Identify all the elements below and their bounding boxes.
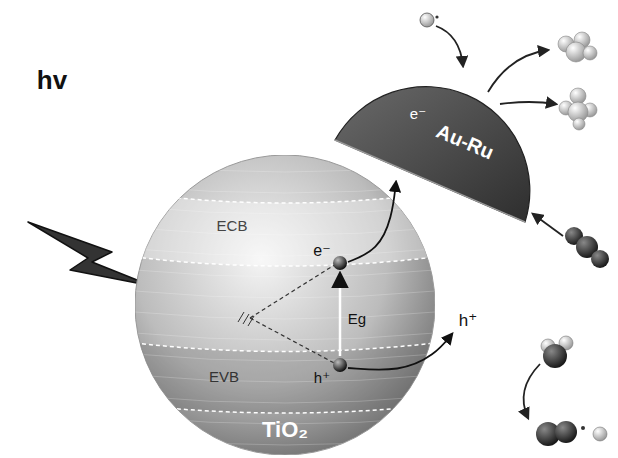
product-molecule bbox=[559, 88, 597, 130]
carrier-label: h⁺ bbox=[459, 310, 477, 331]
bandgap-label: Eg bbox=[348, 310, 366, 327]
bandgap-arrow bbox=[339, 274, 342, 356]
sphere-outline bbox=[135, 155, 435, 455]
reaction-arrow bbox=[533, 214, 563, 236]
radical-dot bbox=[435, 15, 438, 18]
tio2-particle: TiO₂ bbox=[135, 155, 435, 455]
carrier-label: e⁻ bbox=[410, 105, 426, 123]
reaction-arrow bbox=[524, 364, 540, 418]
oxygen-molecule bbox=[536, 421, 607, 446]
hole-transfer-arrow bbox=[348, 334, 452, 370]
hemisphere-outline bbox=[330, 70, 535, 230]
carrier-label: e⁻ bbox=[313, 241, 330, 260]
water-molecule bbox=[541, 336, 573, 368]
reaction-arrow bbox=[488, 50, 548, 92]
electron-transfer-arrow bbox=[348, 182, 396, 262]
excitation-line bbox=[250, 264, 336, 318]
band-label: EVB bbox=[209, 368, 239, 385]
electron-dot bbox=[333, 256, 347, 270]
band-label: ECB bbox=[217, 217, 248, 234]
hole-dot bbox=[333, 358, 347, 372]
product-molecule bbox=[558, 32, 597, 62]
incoming-particle bbox=[420, 13, 434, 27]
absorption-mark bbox=[238, 312, 244, 322]
cocatalyst-cap: Au-Ru bbox=[330, 70, 535, 230]
reactant-molecule bbox=[565, 227, 609, 268]
reaction-arrow bbox=[500, 102, 556, 104]
light-bolt bbox=[28, 222, 152, 286]
absorption-mark bbox=[248, 316, 254, 326]
photon-label: hv bbox=[37, 65, 67, 96]
reaction-arrow bbox=[436, 26, 463, 66]
carrier-label: h⁺ bbox=[314, 369, 330, 387]
absorption-mark bbox=[243, 314, 249, 324]
excitation-line bbox=[250, 318, 336, 364]
particle-label: TiO₂ bbox=[262, 417, 308, 443]
